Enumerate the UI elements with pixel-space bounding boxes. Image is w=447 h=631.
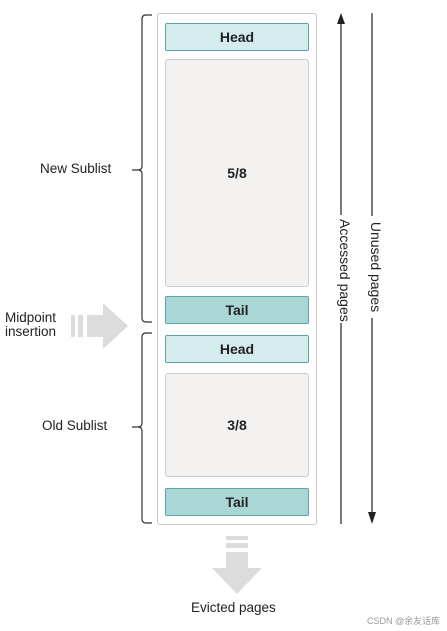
old-sublist-block: 3/8 <box>165 373 309 477</box>
new-sublist-label: New Sublist <box>40 161 112 176</box>
new-sublist-head-label: Head <box>219 29 255 45</box>
new-sublist-block: 5/8 <box>165 59 309 287</box>
accessed-pages-label: Accessed pages <box>335 215 355 323</box>
watermark-text: CSDN @余友话库 <box>367 616 441 626</box>
old-sublist-head-label: Head <box>219 341 255 357</box>
old-sublist-fraction: 3/8 <box>227 417 247 433</box>
old-sublist-bracket <box>132 332 152 524</box>
old-sublist-tail: Tail <box>165 488 309 516</box>
old-sublist-head: Head <box>165 335 309 363</box>
evicted-pages-label: Evicted pages <box>191 600 276 615</box>
midpoint-insertion-label: Midpoint insertion <box>5 311 56 339</box>
midpoint-line-2: insertion <box>5 324 57 339</box>
old-sublist-tail-label: Tail <box>225 494 249 510</box>
midpoint-insertion-arrow-icon <box>71 303 128 349</box>
midpoint-line-1: Midpoint <box>5 310 57 325</box>
new-sublist-tail: Tail <box>165 296 309 324</box>
new-sublist-head: Head <box>165 23 309 51</box>
evicted-pages-arrow-icon <box>212 536 262 594</box>
new-sublist-tail-label: Tail <box>225 302 249 318</box>
new-sublist-bracket <box>132 14 152 323</box>
unused-pages-label: Unused pages <box>366 216 386 318</box>
new-sublist-fraction: 5/8 <box>227 165 247 181</box>
old-sublist-label: Old Sublist <box>42 418 108 433</box>
